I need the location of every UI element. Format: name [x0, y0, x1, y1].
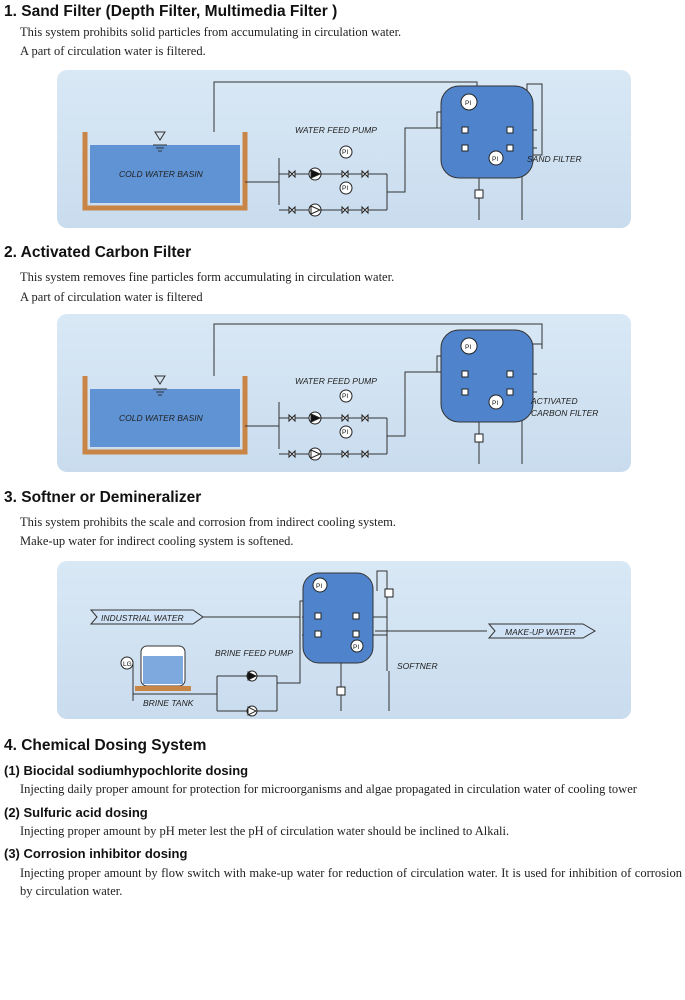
svg-text:PI: PI	[353, 644, 359, 651]
sand-filter-vessel	[440, 85, 534, 179]
carbon-filter-vessel	[440, 329, 534, 423]
basin-wall	[82, 132, 248, 211]
softner-diagram: PI PI LG INDUSTRIAL WATER MAKE-UP WATER …	[57, 561, 631, 719]
item-1-text: Injecting daily proper amount for protec…	[20, 782, 637, 796]
svg-text:PI: PI	[465, 100, 471, 107]
section-2-title: 2. Activated Carbon Filter	[4, 244, 192, 261]
makeup-water-arrow	[487, 623, 596, 639]
section-2-line-2: A part of circulation water is filtered	[20, 290, 203, 304]
pump-label-2: WATER FEED PUMP	[295, 376, 377, 386]
section-3-line-1: This system prohibits the scale and corr…	[20, 515, 396, 529]
item-3-heading: (3) Corrosion inhibitor dosing	[4, 846, 188, 861]
basin-water-2	[90, 389, 240, 447]
carbon-filter-diagram: PI PI PI PI COLD WATER BASIN WATER FEED …	[57, 314, 631, 472]
svg-text:PI: PI	[342, 429, 348, 436]
section-4-title: 4. Chemical Dosing System	[4, 737, 207, 754]
sand-filter-diagram: PI PI PI PI COLD WATER BASIN WATER FEED …	[57, 70, 631, 228]
svg-text:PI: PI	[342, 393, 348, 400]
basin-water	[90, 145, 240, 203]
industrial-water-arrow	[89, 609, 204, 625]
item-2-heading: (2) Sulfuric acid dosing	[4, 805, 148, 820]
section-3-title: 3. Softner or Demineralizer	[4, 489, 202, 506]
industrial-water-label: INDUSTRIAL WATER	[101, 613, 184, 623]
basin-label-2: COLD WATER BASIN	[119, 413, 204, 423]
svg-text:PI: PI	[342, 185, 348, 192]
lg-label: LG	[123, 661, 132, 668]
pump-label: WATER FEED PUMP	[295, 125, 377, 135]
brine-pump-label: BRINE FEED PUMP	[215, 648, 293, 658]
section-2-line-1: This system removes fine particles form …	[20, 270, 395, 284]
item-1-heading: (1) Biocidal sodiumhypochlorite dosing	[4, 763, 249, 778]
svg-text:PI: PI	[465, 344, 471, 351]
svg-text:PI: PI	[342, 149, 348, 156]
svg-text:PI: PI	[492, 156, 498, 163]
svg-text:PI: PI	[492, 400, 498, 407]
filter-label-line-1: ACTIVATED	[530, 396, 578, 406]
section-1-line-2: A part of circulation water is filtered.	[20, 44, 206, 58]
filter-label-line-2: CARBON FILTER	[531, 408, 598, 418]
section-1-line-1: This system prohibits solid particles fr…	[20, 25, 402, 39]
item-3-text: Injecting proper amount by flow switch w…	[20, 866, 682, 898]
section-3-line-2: Make-up water for indirect cooling syste…	[20, 534, 294, 548]
svg-text:PI: PI	[316, 583, 322, 590]
filter-label: SAND FILTER	[527, 154, 582, 164]
section-1-title: 1. Sand Filter (Depth Filter, Multimedia…	[4, 3, 338, 20]
makeup-water-label: MAKE-UP WATER	[505, 627, 576, 637]
brine-tank-label: BRINE TANK	[143, 698, 194, 708]
softner-label: SOFTNER	[397, 661, 438, 671]
item-2-text: Injecting proper amount by pH meter lest…	[20, 824, 510, 838]
basin-label: COLD WATER BASIN	[119, 169, 204, 179]
